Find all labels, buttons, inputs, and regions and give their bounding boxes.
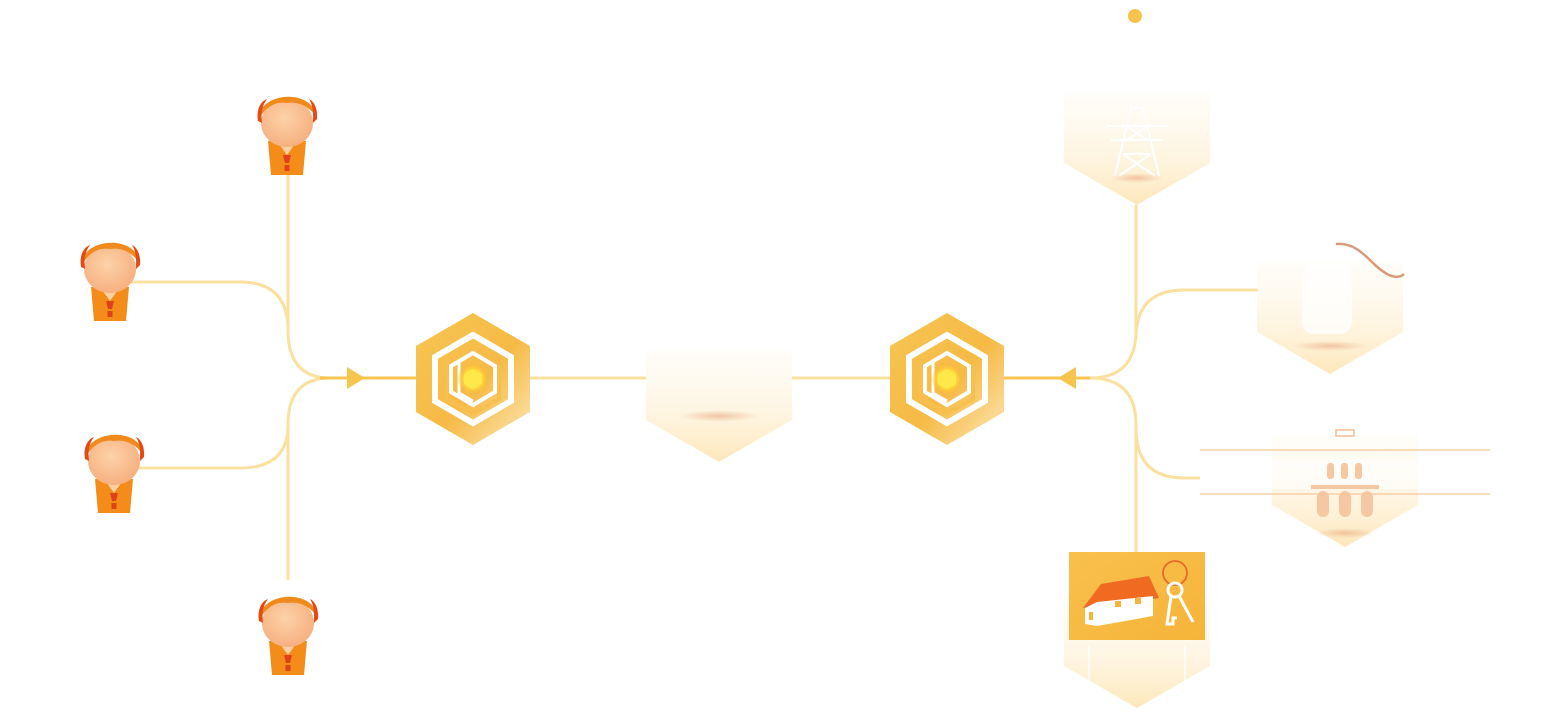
connector-bank (1134, 427, 1200, 480)
person-icon (258, 596, 319, 675)
indicator-dot (1128, 9, 1142, 23)
house-node (1064, 552, 1210, 708)
connector-house (1089, 376, 1138, 552)
people-group (80, 96, 319, 675)
connector-upper (130, 280, 290, 331)
connector-bottom (286, 376, 331, 580)
chain-hub-icon (890, 313, 1004, 445)
center-node (646, 350, 792, 462)
bank-building-icon (1200, 429, 1490, 517)
power-tower-icon (1107, 107, 1167, 177)
bank-node (1200, 429, 1490, 547)
power-node (1064, 93, 1210, 205)
house-keys-icon (1083, 560, 1195, 626)
person-icon (257, 96, 318, 175)
connector-lower (130, 424, 290, 470)
arrow-right-icon (347, 367, 365, 389)
chain-hub-icon (416, 313, 530, 445)
person-icon (84, 434, 145, 513)
right-connectors (1089, 205, 1258, 552)
connector-power (1089, 205, 1138, 380)
wave-icon (1335, 242, 1405, 278)
arrow-left-icon (1058, 367, 1076, 389)
connector-wave (1134, 288, 1258, 339)
exchange-node-icon (646, 350, 792, 462)
connector-top (286, 175, 331, 380)
left-connectors (130, 175, 331, 580)
person-icon (80, 242, 141, 321)
wave-node (1257, 242, 1405, 374)
